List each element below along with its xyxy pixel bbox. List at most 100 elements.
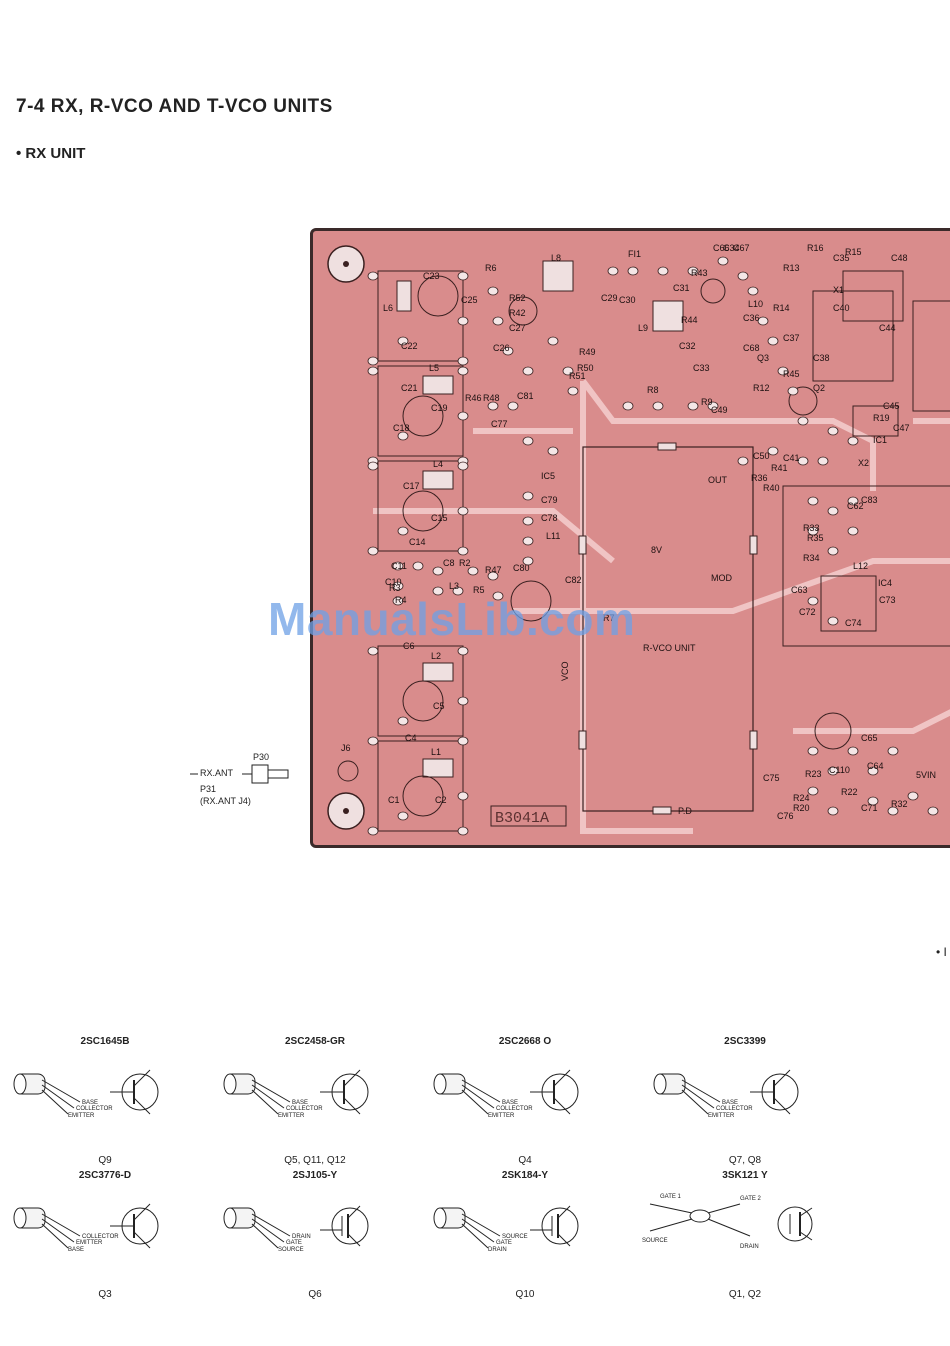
part-label: C31 xyxy=(673,283,690,293)
solder-pad xyxy=(367,546,379,556)
solder-pad xyxy=(397,716,409,726)
solder-pad xyxy=(717,256,729,266)
solder-pad xyxy=(887,746,899,756)
part-label: R13 xyxy=(783,263,800,273)
solder-pad xyxy=(457,271,469,281)
svg-text:SOURCE: SOURCE xyxy=(502,1234,528,1240)
solder-pad xyxy=(847,436,859,446)
svg-text:BASE: BASE xyxy=(502,1100,518,1106)
part-label: C5 xyxy=(433,701,445,711)
part-label: C63 xyxy=(791,585,808,595)
svg-text:COLLECTOR: COLLECTOR xyxy=(82,1234,119,1240)
solder-pad xyxy=(807,786,819,796)
solder-pad xyxy=(487,401,499,411)
solder-pad xyxy=(547,336,559,346)
part-label: C6 xyxy=(403,641,415,651)
part-label: R23 xyxy=(805,769,822,779)
part-label: C27 xyxy=(509,323,526,333)
label-x1: X1 xyxy=(833,285,844,295)
solder-pad xyxy=(522,536,534,546)
solder-pad xyxy=(847,496,859,506)
svg-text:COLLECTOR: COLLECTOR xyxy=(496,1106,533,1112)
solder-pad xyxy=(397,431,409,441)
transistor-reference: Q5, Q11, Q12 xyxy=(284,1155,346,1166)
svg-text:DRAIN: DRAIN xyxy=(740,1244,759,1250)
solder-pad xyxy=(607,266,619,276)
label-l3: L3 xyxy=(449,581,459,591)
solder-pad xyxy=(807,746,819,756)
part-label: C82 xyxy=(565,575,582,585)
solder-pad xyxy=(457,646,469,656)
rx-antenna-connector: RX.ANT P30 P31 (RX.ANT J4) xyxy=(190,752,310,812)
transistor-part-number: 2SC1645B xyxy=(80,1036,130,1047)
solder-pad xyxy=(907,791,919,801)
p31-sub-label: (RX.ANT J4) xyxy=(200,796,251,806)
svg-text:COLLECTOR: COLLECTOR xyxy=(716,1106,753,1112)
solder-pad xyxy=(487,286,499,296)
solder-pad xyxy=(457,506,469,516)
solder-pad xyxy=(397,526,409,536)
solder-pad xyxy=(787,386,799,396)
label-l10: L10 xyxy=(748,299,763,309)
p30-label: P30 xyxy=(253,752,270,762)
part-label: C110 xyxy=(829,765,850,775)
part-label: R19 xyxy=(873,413,890,423)
part-label: R9 xyxy=(701,397,713,407)
solder-pad xyxy=(432,586,444,596)
part-label: C33 xyxy=(693,363,710,373)
part-label: C4 xyxy=(405,733,417,743)
solder-pad xyxy=(827,426,839,436)
svg-text:EMITTER: EMITTER xyxy=(708,1113,735,1119)
part-label: C30 xyxy=(619,295,636,305)
transistor-part-number: 2SC3776-D xyxy=(78,1170,132,1181)
solder-pad xyxy=(687,401,699,411)
part-label: C49 xyxy=(711,405,728,415)
svg-text:BASE: BASE xyxy=(68,1247,84,1253)
solder-pad xyxy=(367,461,379,471)
part-label: R44 xyxy=(681,315,698,325)
solder-pad xyxy=(827,616,839,626)
unit-title: • RX UNIT xyxy=(16,145,86,162)
svg-text:DRAIN: DRAIN xyxy=(292,1234,311,1240)
part-label: C40 xyxy=(833,303,850,313)
board-code: B3041A xyxy=(495,810,549,827)
solder-pad xyxy=(457,791,469,801)
transistor-part-number: 2SJ105-Y xyxy=(292,1170,338,1181)
svg-text:EMITTER: EMITTER xyxy=(278,1113,305,1119)
part-label: C10 xyxy=(385,577,402,587)
part-label: C41 xyxy=(783,453,800,463)
part-label: C74 xyxy=(845,618,862,628)
label-pd: P.D xyxy=(678,806,692,816)
part-label: R36 xyxy=(751,473,768,483)
part-label: R42 xyxy=(509,308,526,318)
part-label: R51 xyxy=(569,371,586,381)
solder-pad xyxy=(367,366,379,376)
label-l11: L11 xyxy=(546,531,560,541)
part-label: R40 xyxy=(763,483,780,493)
transistor-reference: Q6 xyxy=(308,1289,322,1300)
part-label: R15 xyxy=(845,247,862,257)
label-l12: L12 xyxy=(853,561,868,571)
solder-pad xyxy=(397,811,409,821)
vco-side-label: VCO xyxy=(560,661,570,681)
part-label: R45 xyxy=(783,369,800,379)
transistor-part-number: 3SK121 Y xyxy=(722,1170,768,1181)
part-label: C71 xyxy=(861,803,878,813)
part-label: R4 xyxy=(395,595,407,605)
solder-pad xyxy=(522,366,534,376)
part-label: C83 xyxy=(861,495,878,505)
pcb-layout: IC1 IC4 IC5 OUT 8V MOD P.D 5VIN X1 X2 J6… xyxy=(327,243,950,836)
solder-pad xyxy=(797,416,809,426)
part-label: R49 xyxy=(579,347,596,357)
label-l6: L6 xyxy=(383,303,393,313)
solder-pad xyxy=(777,366,789,376)
part-label: C79 xyxy=(541,495,558,505)
label-l8: L8 xyxy=(551,253,561,263)
